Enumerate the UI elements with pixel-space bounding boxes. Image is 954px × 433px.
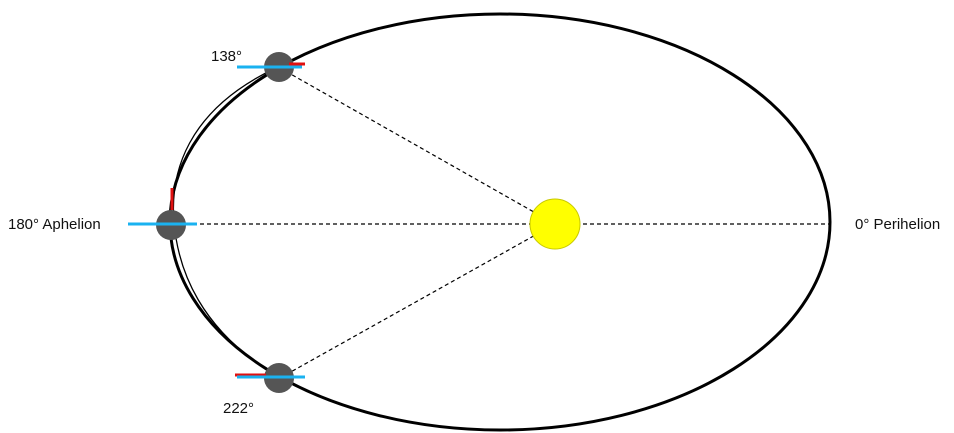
inner-orbit-arc	[172, 66, 279, 378]
line-sun-222	[279, 223, 556, 379]
planet-180	[128, 188, 197, 240]
planet-222	[235, 363, 305, 393]
label-perihelion: 0° Perihelion	[855, 216, 940, 233]
label-222: 222°	[223, 400, 254, 417]
line-sun-138	[279, 67, 556, 225]
sun-icon	[529, 198, 581, 250]
label-138: 138°	[211, 48, 242, 65]
planet-138	[237, 52, 305, 82]
label-aphelion: 180° Aphelion	[8, 216, 101, 233]
